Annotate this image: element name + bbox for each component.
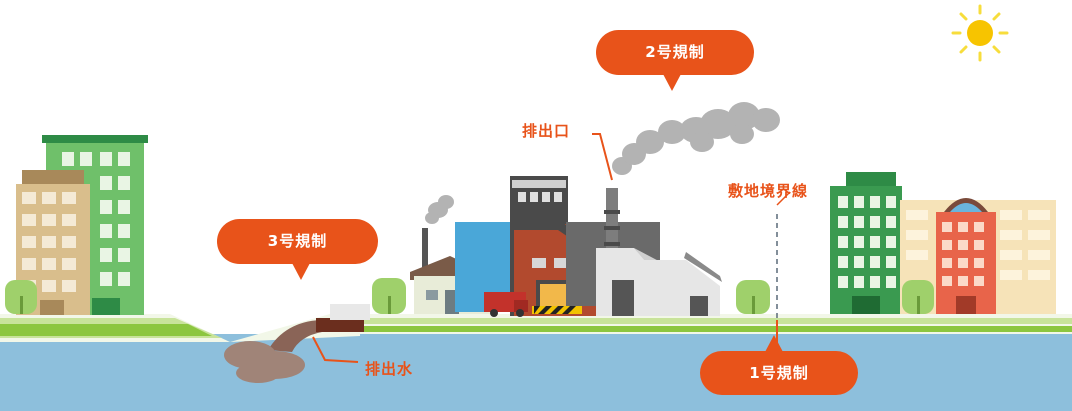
regulation-3-callout: 3号規制 (217, 219, 378, 280)
building-green-right (830, 172, 902, 314)
drain-pipe (268, 304, 370, 352)
regulation-2-callout: 2号規制 (596, 30, 754, 91)
smoke-cloud-icon (612, 102, 780, 175)
boundary-leader-line (776, 191, 791, 206)
water (0, 334, 1072, 411)
drainage-label: 排出水 (365, 360, 414, 378)
tree-icon (372, 278, 406, 314)
regulation-1-callout: 1号規制 (700, 335, 858, 395)
outlet-label: 排出口 (522, 122, 571, 140)
building-orange-right (936, 198, 996, 314)
tree-icon (902, 280, 934, 314)
sun-icon (951, 4, 1009, 62)
site-boundary-label: 敷地境界線 (728, 182, 809, 200)
tree-icon (5, 280, 37, 314)
drain-leader-line (312, 336, 359, 363)
dirty-water-cloud (224, 341, 305, 383)
smoke-cloud-icon (425, 195, 454, 224)
hazard-stripe (532, 306, 582, 314)
ground (0, 314, 1072, 342)
factory-icon (510, 176, 722, 316)
tree-icon (736, 280, 770, 314)
outlet-leader-line (592, 133, 613, 181)
truck-icon (484, 292, 528, 317)
